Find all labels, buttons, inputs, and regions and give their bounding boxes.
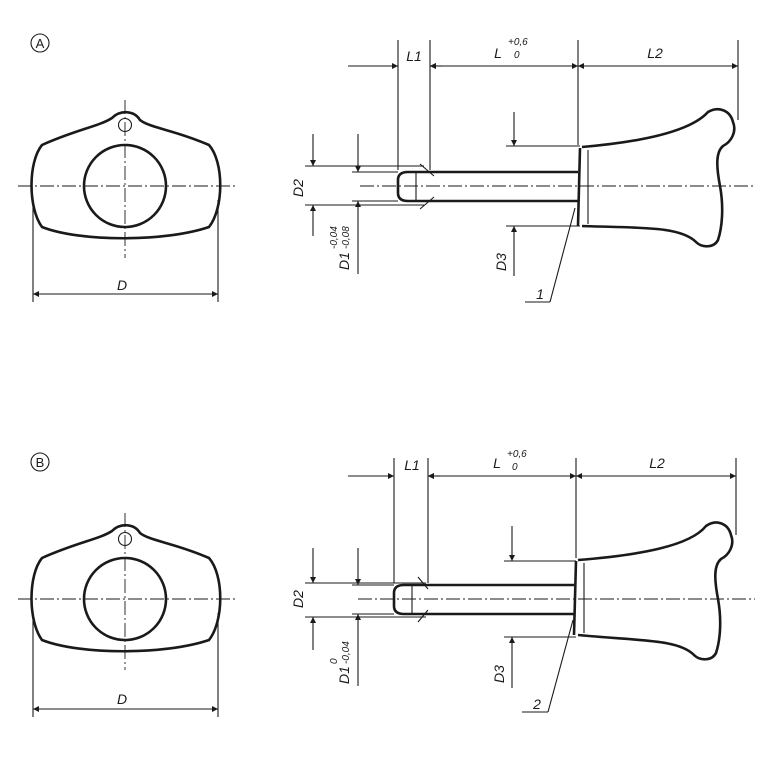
dimension-D2-label: D2 <box>290 590 306 608</box>
variant-a-label: A <box>36 36 45 51</box>
variant-b-label: B <box>36 455 45 470</box>
dimension-D1-label: D1 <box>336 252 352 270</box>
dimension-D2-label: D2 <box>290 179 306 197</box>
variant-a-front-view: D <box>18 100 236 302</box>
dimension-D-label: D <box>117 691 127 707</box>
dimension-D1-tol-lower: -0,04 <box>341 641 352 664</box>
dimension-D1-label: D1 <box>336 666 352 684</box>
dimension-L-label: L <box>493 455 501 471</box>
variant-a-side-view: L1 L +0,6 0 L2 D2 D1 -0,04 -0,08 <box>290 37 755 303</box>
variant-b: B D <box>18 449 755 717</box>
variant-a-marker: A <box>30 33 50 53</box>
dimension-L-label: L <box>494 45 502 61</box>
dimension-D3-label: D3 <box>491 665 507 683</box>
variant-b-marker: B <box>30 452 50 472</box>
dimension-L1-label: L1 <box>406 48 422 64</box>
dimension-L-tol-lower: 0 <box>514 50 520 61</box>
dimension-D-label: D <box>117 277 127 293</box>
callout-1: 1 <box>536 286 544 302</box>
dimension-L-tol-upper: +0,6 <box>507 449 527 460</box>
dimension-L2-label: L2 <box>649 455 665 471</box>
variant-b-side-view: L1 L +0,6 0 L2 D2 D1 0 -0,04 <box>290 449 755 713</box>
dimension-L1-label: L1 <box>404 457 420 473</box>
dimension-L-tol-upper: +0,6 <box>508 37 528 48</box>
dimension-D1-tol-upper: -0,04 <box>329 226 340 249</box>
dimension-L2-label: L2 <box>647 45 663 61</box>
variant-b-front-view: D <box>18 513 236 717</box>
dimension-L-tol-lower: 0 <box>512 462 518 473</box>
variant-a: A D <box>18 33 755 303</box>
dimension-D1-tol-upper: 0 <box>329 658 340 664</box>
callout-2: 2 <box>532 696 541 712</box>
dimension-D3-label: D3 <box>493 253 509 271</box>
dimension-D1-tol-lower: -0,08 <box>341 226 352 249</box>
